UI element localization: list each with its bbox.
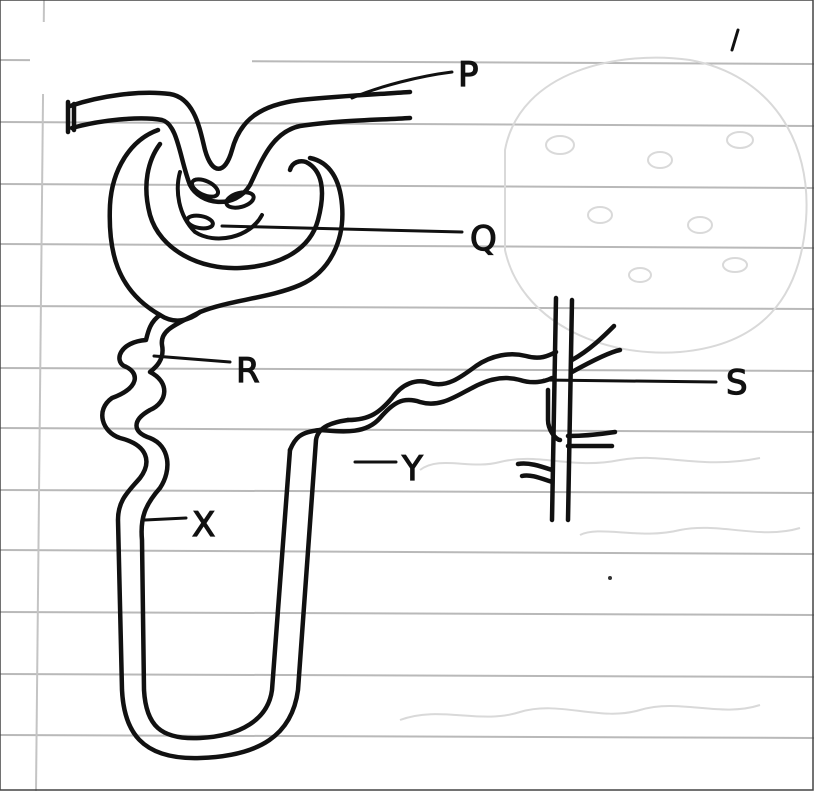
leader-s bbox=[544, 380, 716, 382]
label-s: S bbox=[726, 363, 748, 403]
label-x: X bbox=[192, 505, 215, 545]
label-y: Y bbox=[401, 449, 423, 489]
pen-dot bbox=[608, 576, 612, 580]
leader-x bbox=[145, 518, 186, 520]
label-q: Q bbox=[470, 219, 497, 259]
label-p: P bbox=[458, 55, 479, 95]
blank-patch bbox=[30, 22, 252, 94]
label-r: R bbox=[236, 351, 260, 391]
